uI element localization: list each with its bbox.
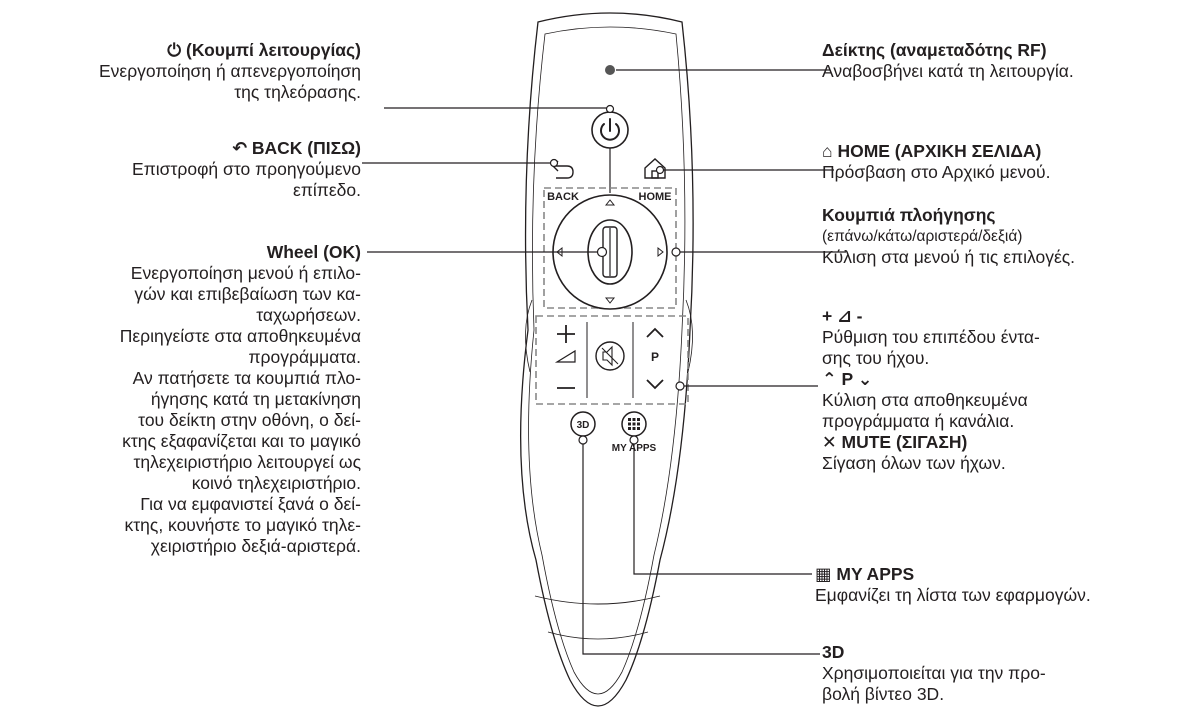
power-icon bbox=[600, 118, 620, 141]
callout-back: ↶ BACK (ΠΙΣΩ) Επιστροφή στο προηγούμενο … bbox=[132, 138, 361, 201]
wheel-desc-5: προγράμματα. bbox=[248, 347, 361, 367]
myapps-title: MY APPS bbox=[836, 564, 915, 584]
3d-icon: 3D bbox=[577, 420, 590, 431]
mute-desc-1: Σίγαση όλων των ήχων. bbox=[822, 453, 1006, 473]
wheel-desc-11: κοινό τηλεχειριστήριο. bbox=[191, 473, 361, 493]
wheel-desc-2: γών και επιβεβαίωση των κα- bbox=[134, 284, 361, 304]
power-desc-2: της τηλεόρασης. bbox=[234, 82, 361, 102]
callout-power: ⏻ (Κουμπί λειτουργίας) Ενεργοποίηση ή απ… bbox=[99, 40, 361, 103]
wheel-desc-14: χειριστήριο δεξιά-αριστερά. bbox=[150, 536, 361, 556]
home-desc-1: Πρόσβαση στο Αρχικό μενού. bbox=[822, 162, 1051, 182]
volume-title: + ⊿ - bbox=[822, 306, 863, 326]
power-icon: ⏻ bbox=[167, 40, 187, 60]
program-title: ⌃ P ⌄ bbox=[822, 369, 873, 389]
volume-program-dashed-box bbox=[535, 315, 689, 405]
volume-up-button[interactable] bbox=[557, 325, 575, 343]
nav-title: Κουμπιά πλοήγησης bbox=[822, 205, 996, 225]
callout-lines bbox=[362, 69, 846, 655]
pointer-title: Δείκτης (αναμεταδότης RF) bbox=[822, 40, 1047, 60]
nav-right-icon bbox=[657, 246, 664, 258]
wheel-desc-13: κτης, κουνήστε το μαγικό τηλε- bbox=[124, 515, 361, 535]
nav-desc-2: Κύλιση στα μενού ή τις επιλογές. bbox=[822, 247, 1076, 267]
callout-volume-program: + ⊿ - Ρύθμιση του επιπέδου έντα- σης του… bbox=[822, 306, 1040, 474]
nav-up-icon bbox=[604, 199, 616, 206]
mute-title: MUTE (ΣΙΓΑΣΗ) bbox=[841, 432, 968, 452]
mute-icon: ✕ bbox=[822, 432, 842, 452]
remote-back-label: BACK bbox=[547, 191, 579, 203]
rf-pointer-dot bbox=[605, 65, 615, 75]
volume-desc-1: Ρύθμιση του επιπέδου έντα- bbox=[822, 327, 1040, 347]
remote-home-label: HOME bbox=[639, 191, 672, 203]
wheel-desc-3: ταχωρήσεων. bbox=[256, 305, 361, 325]
home-title: HOME (ΑΡΧΙΚΗ ΣΕΛΙΔΑ) bbox=[837, 141, 1042, 161]
remote-p-label: P bbox=[651, 350, 659, 364]
remote-body bbox=[520, 12, 694, 707]
mute-icon bbox=[601, 345, 619, 367]
back-desc-1: Επιστροφή στο προηγούμενο bbox=[132, 159, 361, 179]
volume-icon bbox=[554, 349, 576, 363]
threed-desc-1: Χρησιμοποιείται για την προ- bbox=[822, 663, 1046, 683]
program-up-button[interactable] bbox=[646, 327, 664, 338]
wheel-desc-6: Αν πατήσετε τα κουμπιά πλο- bbox=[132, 368, 361, 388]
wheel-desc-9: κτης εξαφανίζεται και το μαγικό bbox=[122, 431, 361, 451]
callout-myapps: ▦ MY APPS Εμφανίζει τη λίστα των εφαρμογ… bbox=[815, 564, 1091, 606]
wheel-desc-7: ήγησης κατά τη μετακίνηση bbox=[150, 389, 361, 409]
program-down-button[interactable] bbox=[646, 379, 664, 390]
callout-pointer: Δείκτης (αναμεταδότης RF) Αναβοσβήνει κα… bbox=[822, 40, 1074, 82]
wheel-desc-1: Ενεργοποίηση μενού ή επιλο- bbox=[130, 263, 361, 283]
threed-title: 3D bbox=[822, 642, 845, 662]
back-title: BACK (ΠΙΣΩ) bbox=[251, 138, 361, 158]
grid-icon bbox=[628, 418, 640, 430]
wheel-desc-10: τηλεχειριστήριο λειτουργεί ως bbox=[133, 452, 361, 472]
power-desc-1: Ενεργοποίηση ή απενεργοποίηση bbox=[98, 61, 361, 81]
home-icon bbox=[644, 158, 666, 179]
myapps-desc-1: Εμφανίζει τη λίστα των εφαρμογών. bbox=[815, 585, 1091, 605]
volume-desc-2: σης του ήχου. bbox=[822, 348, 930, 368]
back-desc-2: επίπεδο. bbox=[293, 180, 361, 200]
threed-desc-2: βολή βίντεο 3D. bbox=[822, 684, 945, 704]
back-button[interactable]: BACK bbox=[547, 160, 579, 203]
pointer-desc-1: Αναβοσβήνει κατά τη λειτουργία. bbox=[822, 61, 1074, 81]
program-desc-2: προγράμματα ή κανάλια. bbox=[822, 411, 1015, 431]
wheel-desc-12: Για να εμφανιστεί ξανά ο δεί- bbox=[140, 494, 361, 514]
callout-wheel: Wheel (OK) Ενεργοποίηση μενού ή επιλο- γ… bbox=[120, 242, 361, 557]
program-desc-1: Κύλιση στα αποθηκευμένα bbox=[822, 390, 1028, 410]
callout-home: ⌂ HOME (ΑΡΧΙΚΗ ΣΕΛΙΔΑ) Πρόσβαση στο Αρχι… bbox=[822, 141, 1050, 183]
home-button[interactable]: HOME bbox=[639, 158, 672, 203]
callout-3d: 3D Χρησιμοποιείται για την προ- βολή βίν… bbox=[822, 642, 1046, 705]
nav-desc-1: (επάνω/κάτω/αριστερά/δεξιά) bbox=[822, 228, 1023, 245]
callout-nav: Κουμπιά πλοήγησης (επάνω/κάτω/αριστερά/δ… bbox=[822, 205, 1075, 268]
home-icon: ⌂ bbox=[822, 141, 838, 161]
power-title: (Κουμπί λειτουργίας) bbox=[186, 40, 361, 60]
back-arrow-icon: ↶ bbox=[232, 138, 252, 158]
nav-down-icon bbox=[604, 297, 616, 304]
wheel-title: Wheel (OK) bbox=[266, 242, 361, 262]
wheel-desc-8: του δείκτη στην οθόνη, ο δεί- bbox=[138, 410, 361, 430]
grid-icon: ▦ bbox=[815, 564, 837, 584]
wheel-desc-4: Περιηγείστε στα αποθηκευμένα bbox=[119, 326, 361, 346]
